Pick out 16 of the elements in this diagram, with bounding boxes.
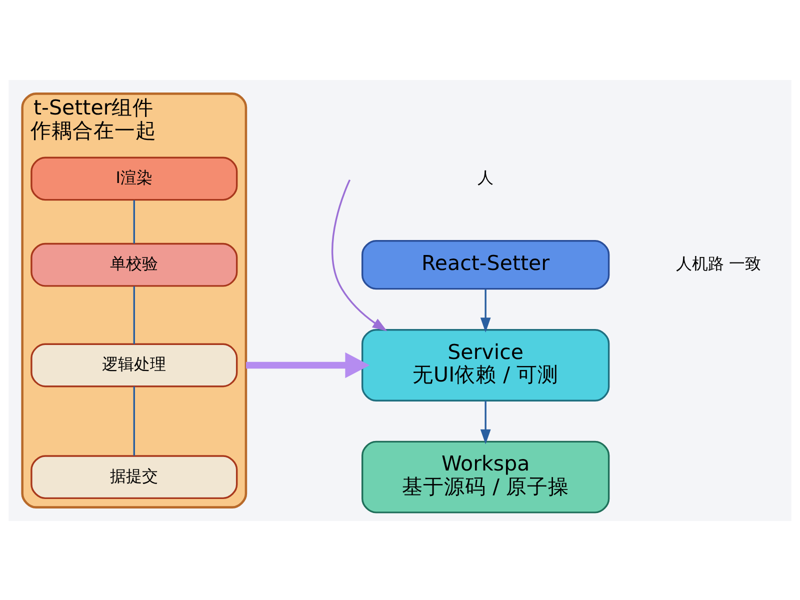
arrow <box>332 179 388 331</box>
node-box: Service 无UI依赖 / 可测 <box>362 328 610 401</box>
node-box: 单校验 <box>30 242 238 286</box>
connector <box>133 386 135 456</box>
node-box: Workspa 基于源码 / 原子操 <box>362 440 610 513</box>
arrow <box>480 400 491 444</box>
node-box: React-Setter <box>362 240 610 290</box>
arrow <box>480 288 491 332</box>
connector <box>133 286 135 344</box>
node-label: 人 <box>478 167 494 186</box>
node-box: 据提交 <box>30 454 238 499</box>
arrow <box>246 352 370 378</box>
node-box: 逻辑处理 <box>30 342 238 387</box>
connector <box>133 200 135 244</box>
label: 人机路 一致 <box>676 254 761 273</box>
node-box: I渲染 <box>30 156 238 200</box>
